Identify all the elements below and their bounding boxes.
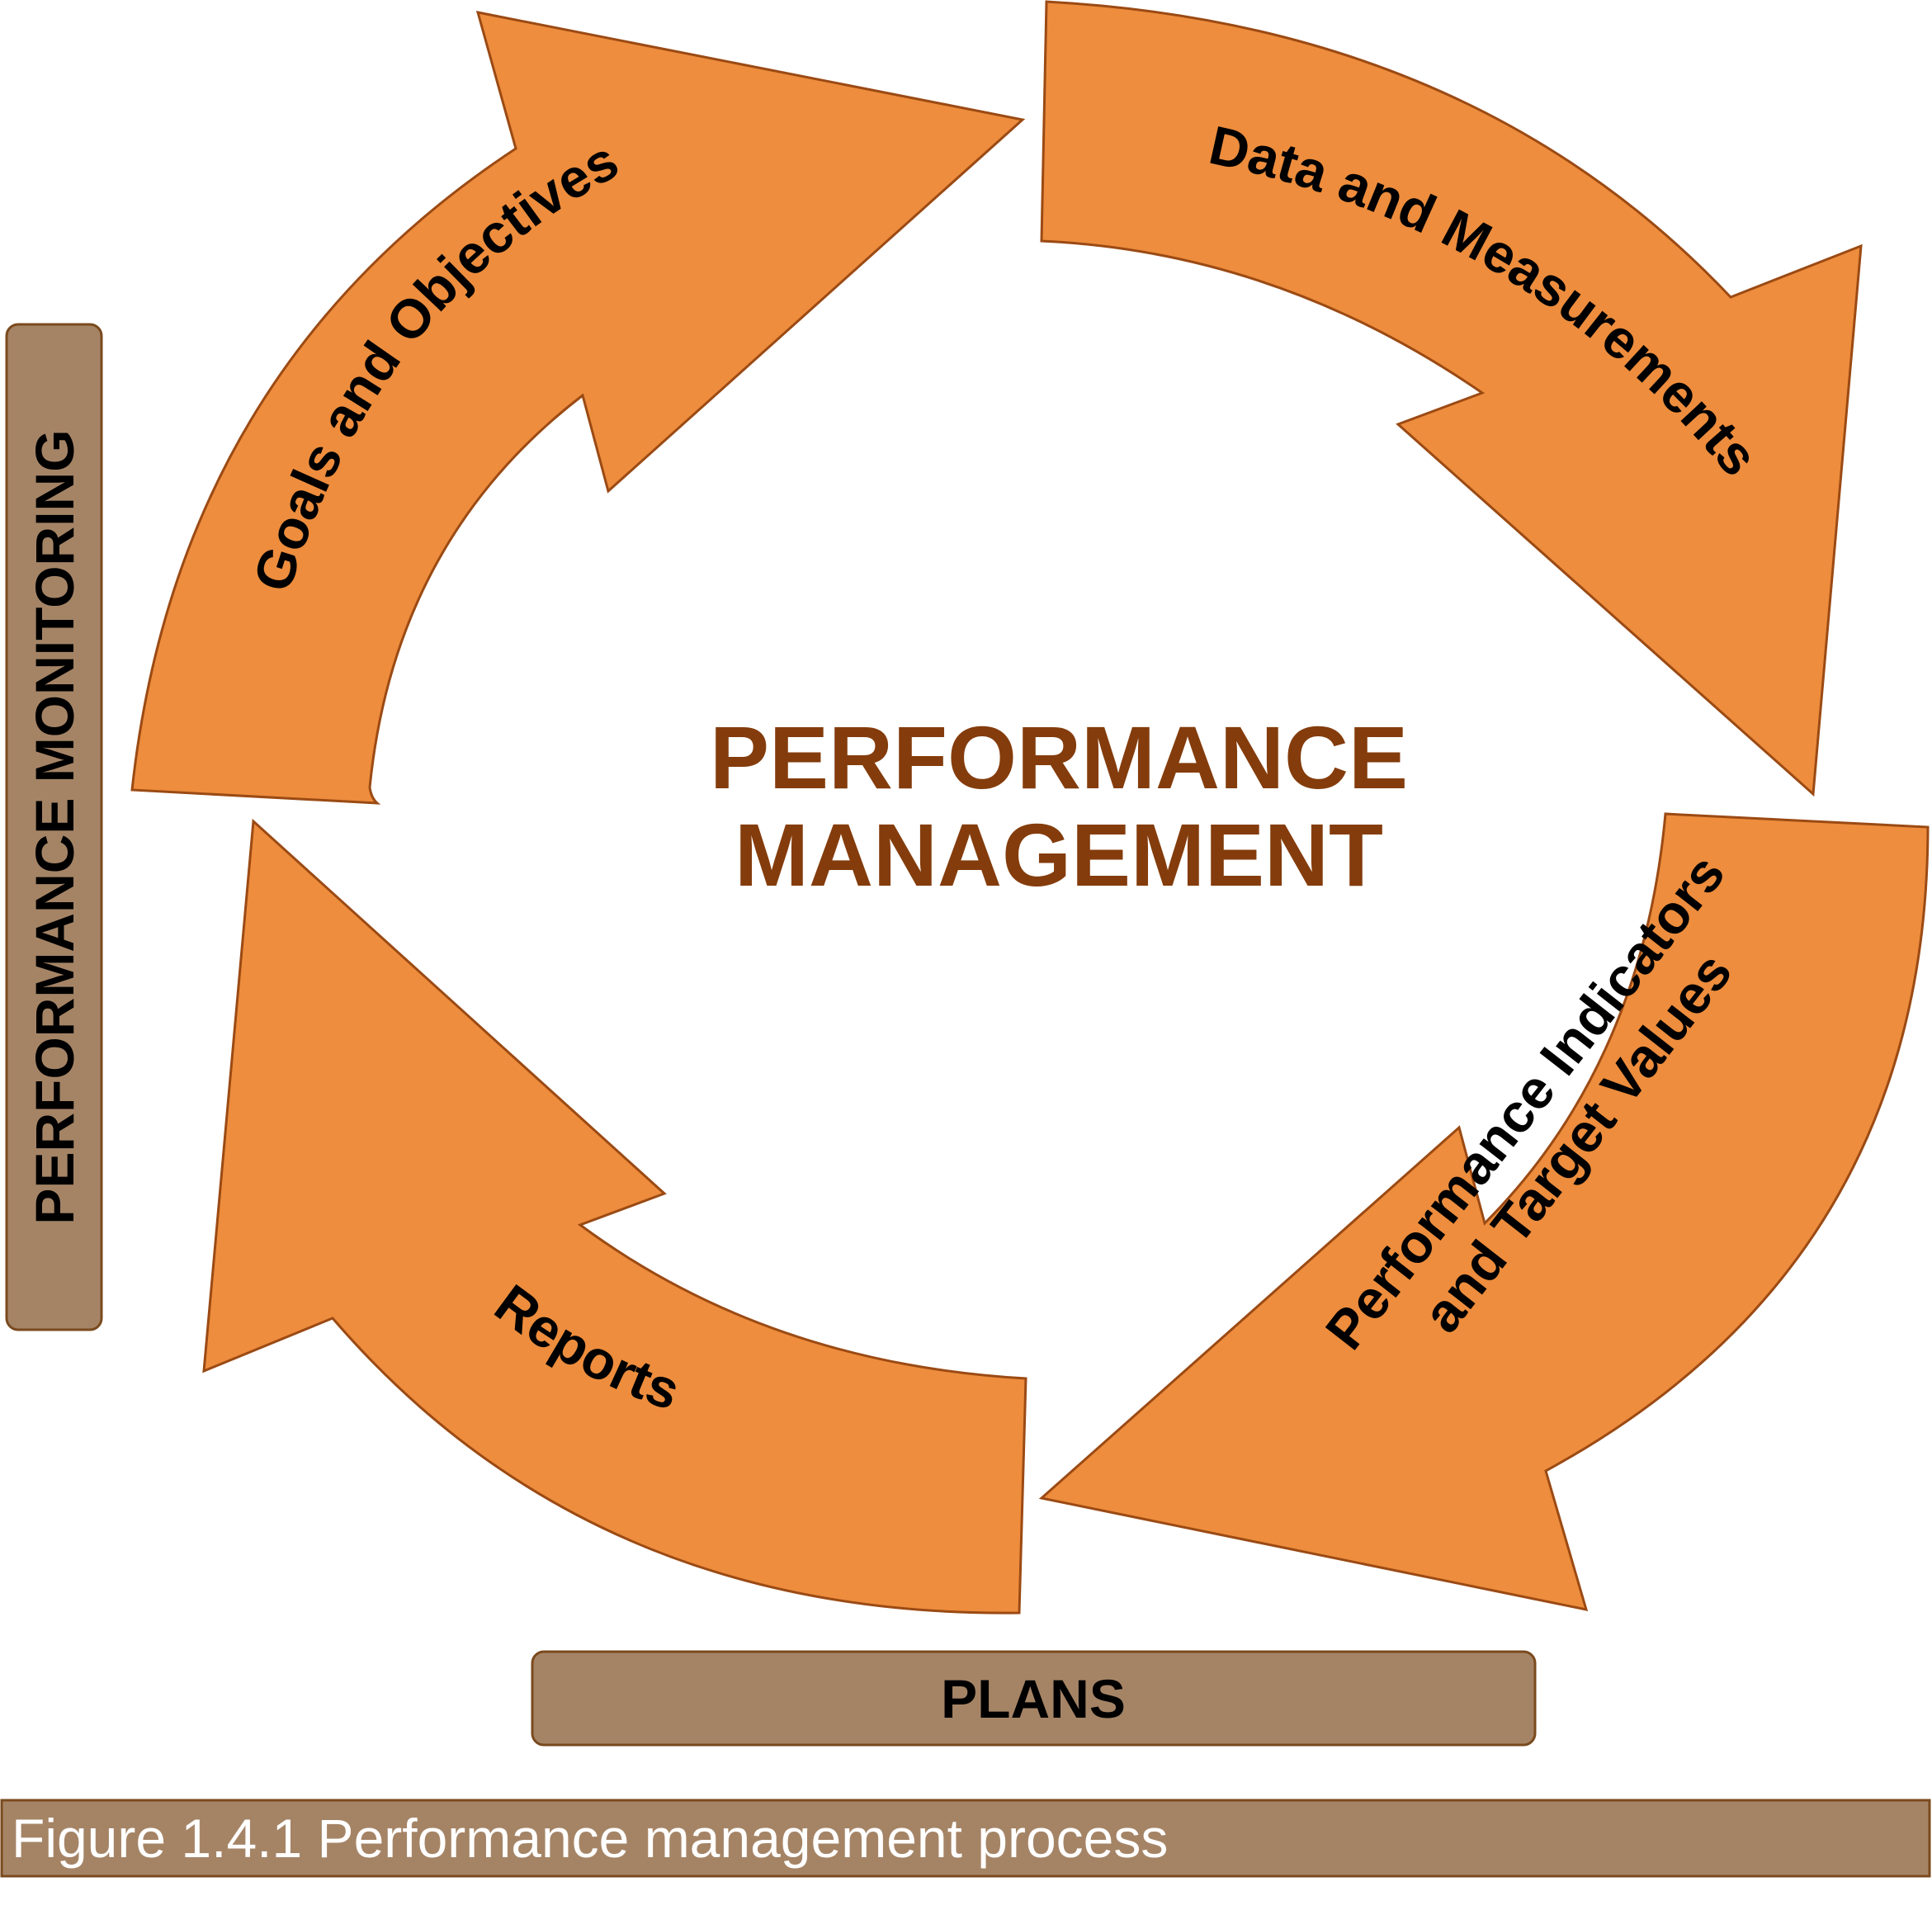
- arrow-indicators-shape: [1038, 812, 1930, 1611]
- plans-box: PLANS: [531, 1650, 1537, 1747]
- figure-caption-bar: [0, 1799, 1931, 1878]
- performance-monitoring-box-shape: [5, 323, 103, 1331]
- arrow-performance-indicators: Performance Indicators and Target Values: [1038, 812, 1930, 1611]
- center-title-line2: MANAGEMENT: [735, 805, 1383, 905]
- figure-caption: Figure 1.4.1 Performance management proc…: [0, 1799, 1931, 1878]
- plans-box-shape: [531, 1650, 1537, 1747]
- arrow-reports: Reports: [202, 818, 1027, 1615]
- plans-label: PLANS: [941, 1668, 1126, 1729]
- figure-caption-text: Figure 1.4.1 Performance management proc…: [12, 1808, 1168, 1869]
- arrow-reports-shape: [202, 818, 1027, 1615]
- arrow-data-and-measurements: Data and Measurements: [1040, 0, 1863, 797]
- performance-monitoring-box: PERFORMANCE MONITORING: [5, 323, 103, 1331]
- center-title-line1: PERFORMANCE: [710, 707, 1408, 807]
- performance-monitoring-label: PERFORMANCE MONITORING: [24, 429, 85, 1224]
- arrow-data-shape: [1040, 0, 1863, 797]
- arrow-goals-and-objectives: Goals and Objectives: [130, 11, 1026, 805]
- arrow-goals-shape: [130, 11, 1026, 805]
